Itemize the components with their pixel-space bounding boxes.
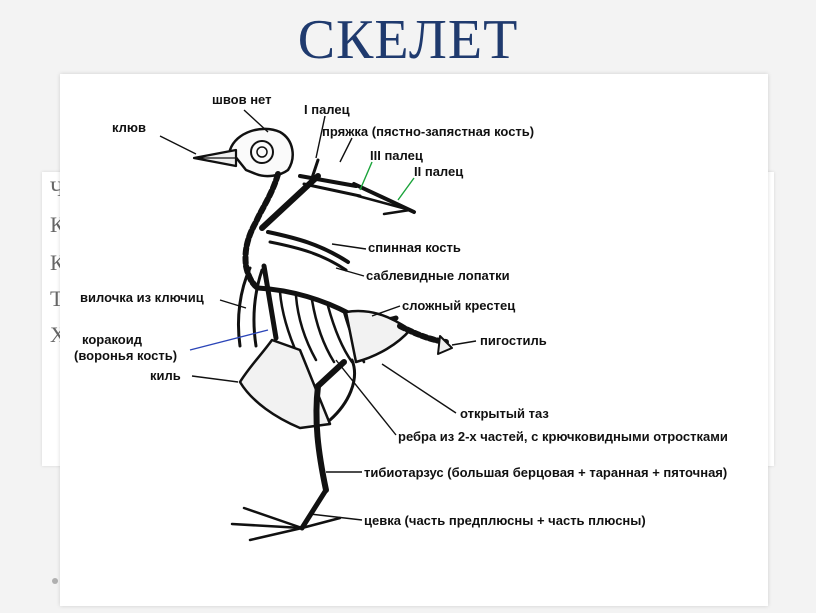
sternum-keel	[238, 338, 332, 430]
label-pygostyle: пигостиль	[480, 333, 547, 348]
label-buckle: пряжка (пястно-запястная кость)	[322, 124, 534, 139]
skull	[228, 127, 294, 178]
neck-vertebrae	[242, 171, 281, 291]
label-coracoid: коракоид	[82, 332, 143, 347]
label-digit-3: III палец	[370, 148, 423, 163]
leader-ribs	[335, 359, 397, 436]
leader-scapulae	[335, 267, 365, 277]
tibiotarsus-bone	[313, 383, 329, 493]
leader-digit-2	[397, 177, 415, 201]
coracoid-bone	[261, 263, 279, 341]
leader-open-pelvis	[381, 363, 457, 414]
label-tibiotarsus: тибиотарзус (большая берцовая + таранная…	[364, 465, 727, 480]
label-scapulae: саблевидные лопатки	[366, 268, 510, 283]
tarsometatarsus-bone	[299, 487, 329, 531]
pelvis	[328, 358, 357, 422]
skeleton-diagram: клюв швов нет I палец пряжка (пястно-зап…	[60, 74, 768, 606]
label-no-sutures: швов нет	[212, 92, 271, 107]
bullet-dot	[52, 578, 58, 584]
leader-dorsal-bone	[331, 243, 367, 250]
label-furcula: вилочка из ключиц	[80, 290, 204, 305]
leader-synsacrum	[371, 305, 401, 317]
label-synsacrum: сложный крестец	[402, 298, 515, 313]
foot-toes	[230, 506, 342, 542]
leader-beak	[159, 135, 197, 155]
leader-keel	[191, 375, 239, 383]
label-dorsal-bone: спинная кость	[368, 240, 461, 255]
forearm	[298, 174, 358, 188]
label-ribs: ребра из 2-х частей, с крючковидными отр…	[398, 429, 728, 444]
slide-title: СКЕЛЕТ	[297, 9, 519, 71]
bird-skeleton-illustration	[192, 127, 453, 542]
label-beak: клюв	[112, 120, 146, 135]
digit-i	[310, 158, 320, 180]
bird-skeleton-figure: клюв швов нет I палец пряжка (пястно-зап…	[74, 92, 728, 542]
leader-pygostyle	[451, 340, 477, 346]
label-keel: киль	[150, 368, 181, 383]
leader-digit-1	[315, 115, 326, 159]
leader-no-sutures	[243, 109, 269, 133]
eye-orbit	[250, 140, 274, 164]
synsacrum-bone	[344, 309, 412, 364]
label-coracoid-alt: (воронья кость)	[74, 348, 177, 363]
label-tarsometatarsus: цевка (часть предплюсны + часть плюсны)	[364, 513, 646, 528]
leader-lines	[159, 109, 477, 521]
leader-tarsometatarsus	[309, 513, 363, 521]
scapula	[266, 230, 350, 264]
leader-digit-3	[359, 161, 373, 191]
pygostyle-bone	[437, 335, 453, 355]
femur	[315, 359, 347, 389]
label-digit-2: II палец	[414, 164, 463, 179]
leader-furcula	[219, 299, 247, 309]
furcula-bone	[236, 266, 264, 348]
leader-coracoid	[189, 329, 269, 351]
label-digit-1: I палец	[304, 102, 350, 117]
label-open-pelvis: открытый таз	[460, 406, 549, 421]
leader-buckle	[339, 137, 353, 163]
